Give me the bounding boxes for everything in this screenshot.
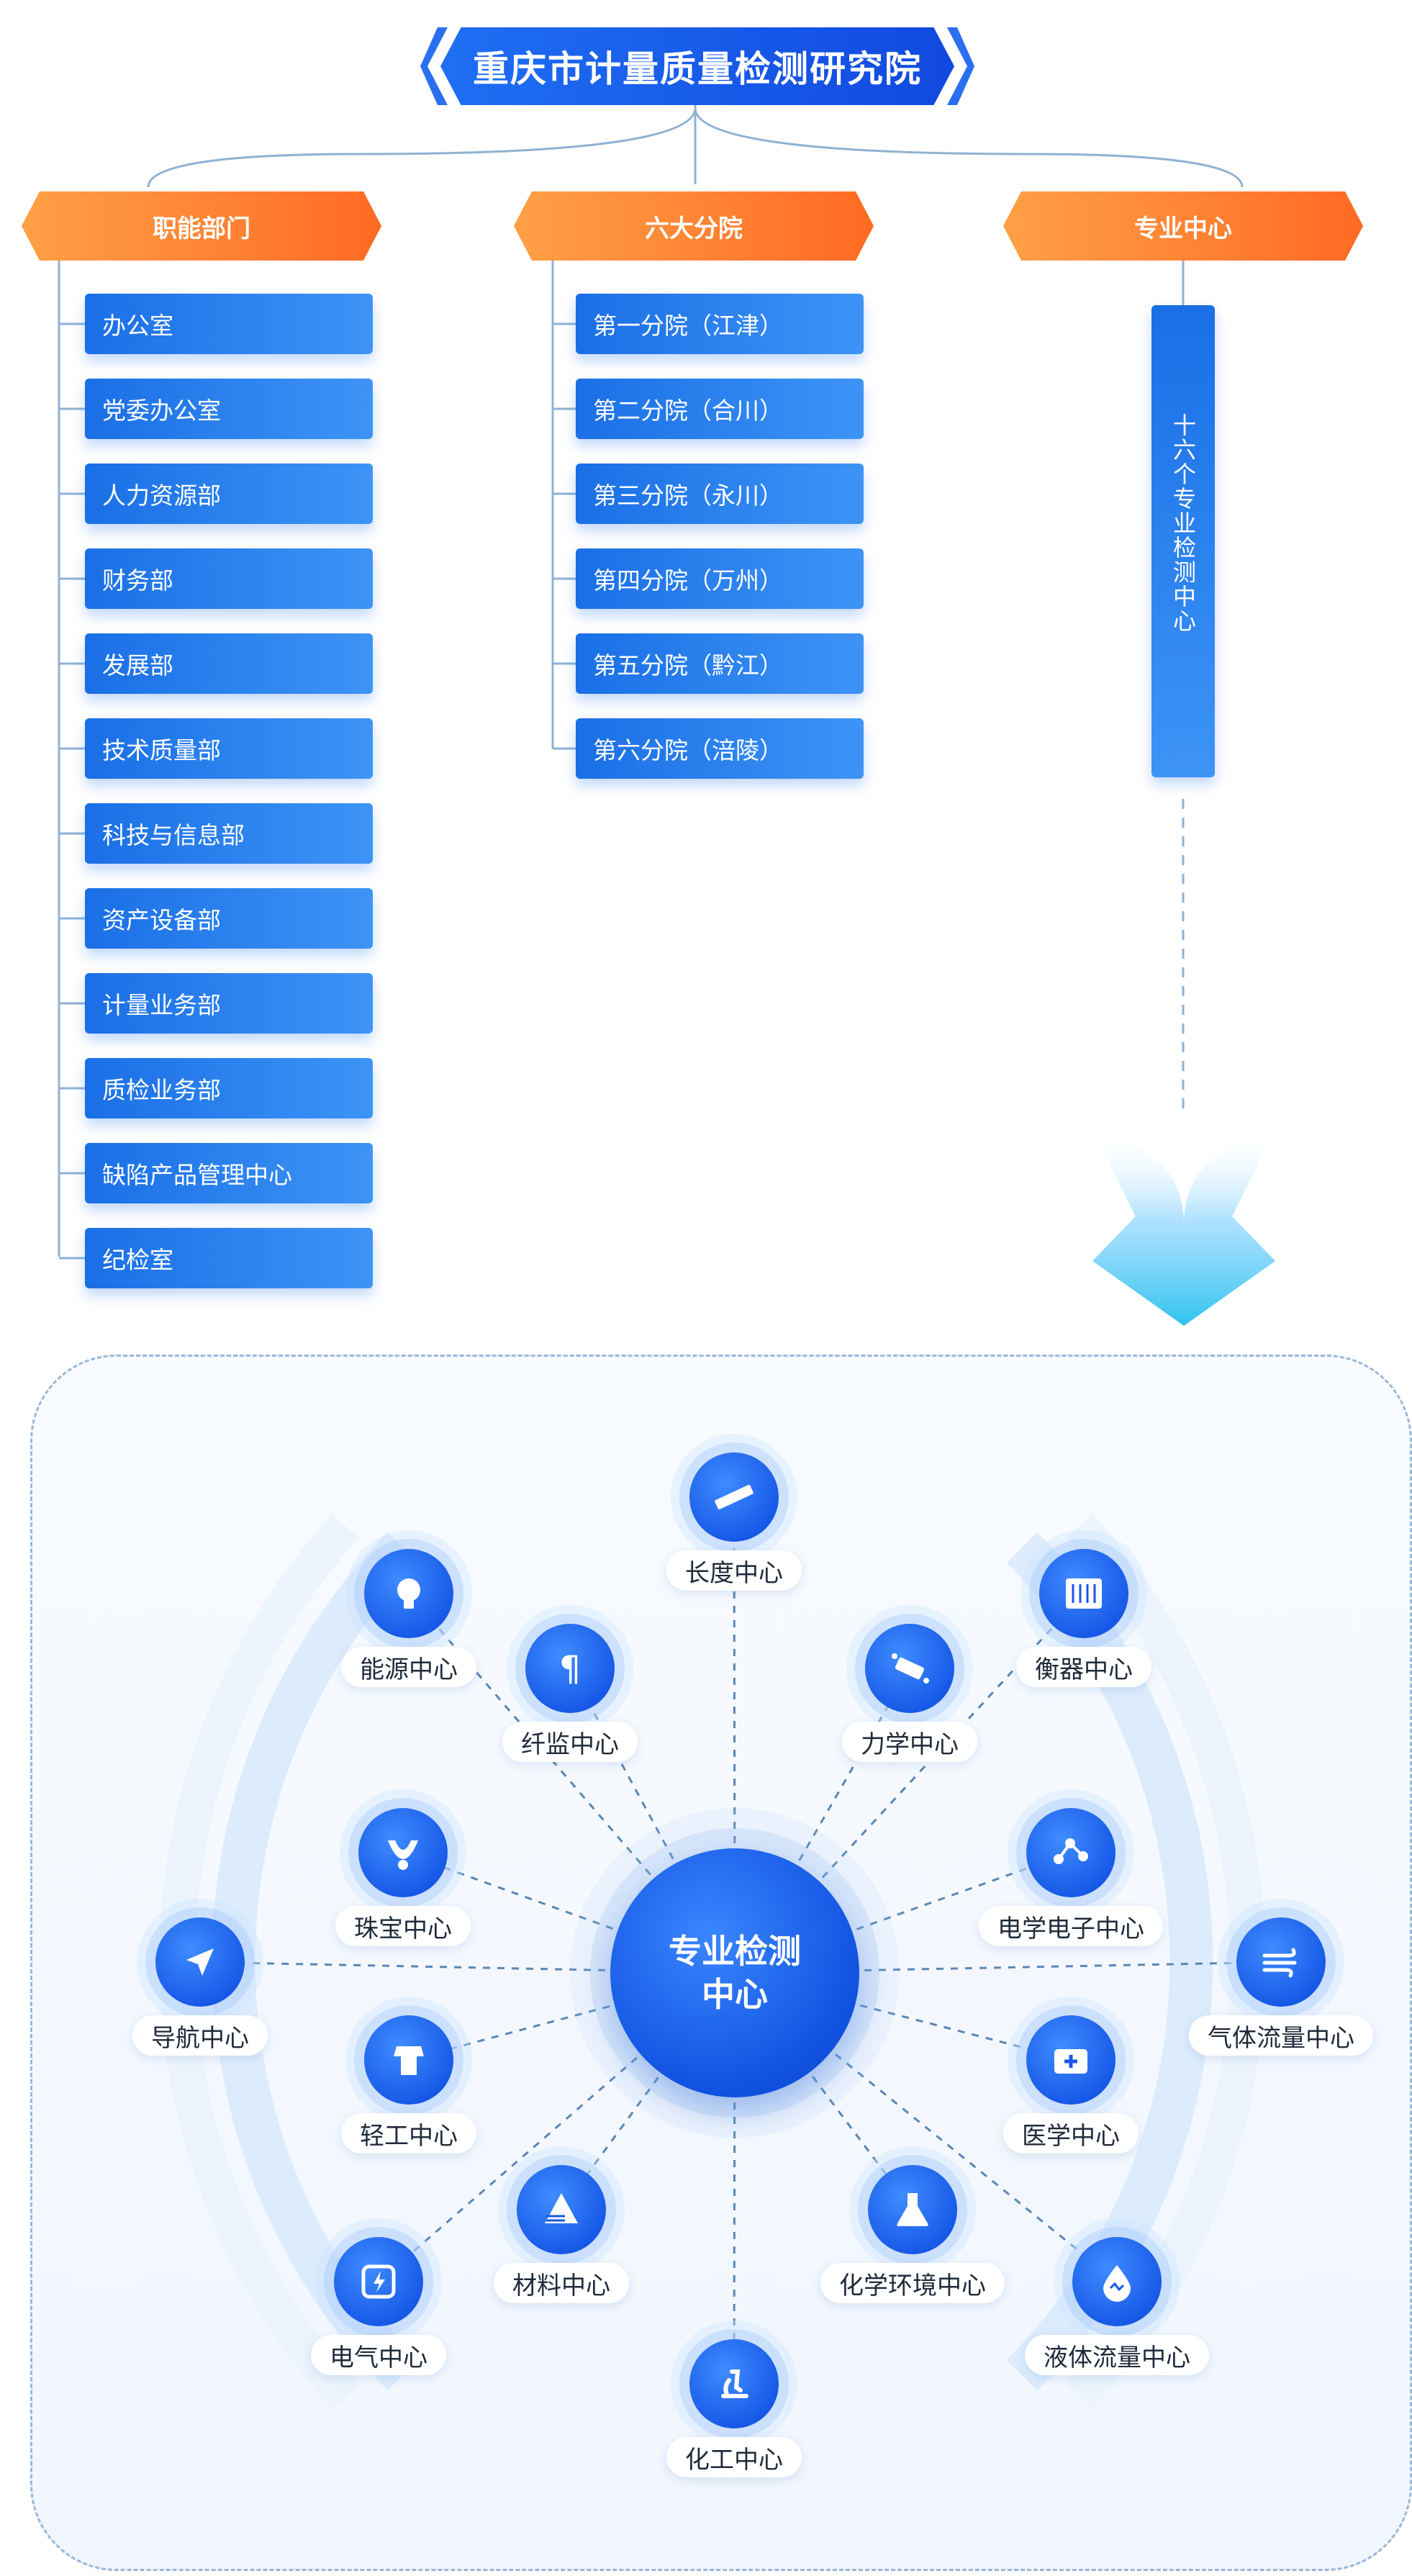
specialty-centers-box: 十六个专业检测中心 (1151, 305, 1215, 777)
center-label: 轻工中心 (341, 2113, 476, 2154)
branch-item: 第五分院（黔江） (576, 633, 864, 694)
connector-lines (58, 105, 1275, 1326)
center-label: 化学环境中心 (820, 2263, 1005, 2303)
lightbulb-icon (364, 1549, 453, 1638)
department-item: 党委办公室 (85, 379, 373, 439)
svg-text:¶: ¶ (559, 1649, 581, 1689)
category-specialty-centers: 专业中心 (1003, 191, 1363, 261)
center-label: 液体流量中心 (1025, 2335, 1209, 2375)
department-item: 财务部 (85, 548, 373, 609)
liquid-drop-icon (1072, 2237, 1162, 2326)
hub-label-line2: 中心 (702, 1975, 768, 2014)
center-label: 导航中心 (132, 2015, 268, 2056)
navigation-icon (155, 1917, 245, 2007)
center-label: 医学中心 (1003, 2113, 1139, 2154)
branch-item: 第一分院（江津） (576, 294, 864, 354)
center-label: 气体流量中心 (1189, 2015, 1373, 2056)
microscope-icon (689, 2339, 779, 2428)
page-title: 重庆市计量质量检测研究院 (440, 27, 954, 105)
title-right-chevron-icon (947, 27, 974, 105)
branch-item: 第四分院（万州） (576, 548, 864, 609)
branch-item: 第三分院（永川） (576, 464, 864, 524)
light-industry-icon (364, 2015, 453, 2105)
electric-icon (334, 2237, 423, 2326)
department-item: 办公室 (85, 294, 373, 354)
center-label: 能源中心 (341, 1647, 476, 1687)
department-item: 质检业务部 (85, 1058, 373, 1118)
center-label: 化工中心 (666, 2437, 802, 2477)
medical-kit-icon (1026, 2015, 1115, 2105)
specialty-centers-label: 十六个专业检测中心 (1169, 413, 1197, 633)
category-six-branches: 六大分院 (514, 191, 874, 261)
center-label: 纤监中心 (502, 1722, 638, 1762)
scale-icon (1039, 1549, 1128, 1638)
center-label: 电气中心 (311, 2335, 446, 2375)
department-item: 技术质量部 (85, 718, 373, 779)
center-label: 衡器中心 (1016, 1647, 1151, 1687)
down-arrow-icon (1092, 1130, 1275, 1326)
flask-icon (868, 2165, 957, 2254)
department-item: 纪检室 (85, 1228, 373, 1288)
title-left-chevron-icon (420, 27, 448, 105)
hub-specialty-testing-center: 专业检测 中心 (610, 1848, 859, 2097)
department-item: 科技与信息部 (85, 803, 373, 864)
center-label: 材料中心 (494, 2263, 629, 2303)
department-item: 人力资源部 (85, 464, 373, 524)
branch-item: 第六分院（涪陵） (576, 718, 864, 779)
department-item: 发展部 (85, 633, 373, 694)
branch-item: 第二分院（合川） (576, 379, 864, 439)
materials-icon (517, 2165, 606, 2254)
center-label: 长度中心 (666, 1550, 802, 1591)
center-label: 力学中心 (842, 1722, 977, 1762)
center-label: 珠宝中心 (335, 1906, 471, 1946)
center-label: 电学电子中心 (979, 1906, 1163, 1946)
paragraph-icon: ¶ (525, 1624, 615, 1713)
gas-flow-icon (1236, 1917, 1326, 2007)
circuit-icon (1026, 1808, 1115, 1897)
force-icon (865, 1624, 954, 1713)
department-item: 资产设备部 (85, 888, 373, 949)
category-functional-departments: 职能部门 (22, 191, 381, 261)
ruler-icon (689, 1452, 779, 1542)
jewelry-icon (358, 1808, 448, 1897)
department-item: 缺陷产品管理中心 (85, 1143, 373, 1203)
department-item: 计量业务部 (85, 973, 373, 1034)
hub-label-line1: 专业检测 (669, 1932, 801, 1971)
